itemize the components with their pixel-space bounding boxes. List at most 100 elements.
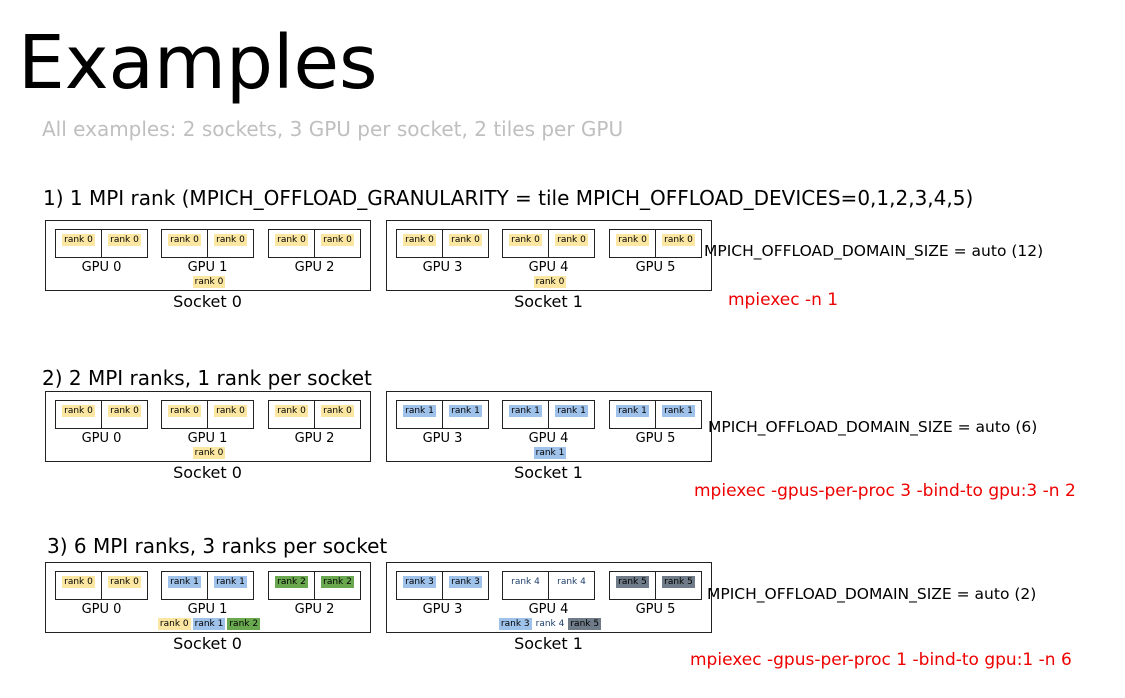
gpu-tile: rank 5 [655,572,701,599]
example-heading: 1) 1 MPI rank (MPICH_OFFLOAD_GRANULARITY… [43,186,974,210]
rank-label: rank 0 [157,618,191,630]
gpu-box: rank 0 rank 0 [609,229,702,258]
gpu-label: GPU 1 [187,602,228,617]
socket-label: Socket 0 [173,634,242,653]
rank-label: rank 1 [403,405,436,417]
rank-label: rank 0 [108,234,141,246]
rank-label: rank 0 [321,405,354,417]
gpu-box: rank 4 rank 4 [502,571,595,600]
rank-label: rank 4 [511,577,540,587]
gpu-box: rank 1 rank 1 [502,400,595,429]
mpiexec-command: mpiexec -gpus-per-proc 3 -bind-to gpu:3 … [694,481,1076,501]
gpu-box: rank 0 rank 0 [268,229,361,258]
rank-label: rank 1 [555,405,588,417]
offload-domain-size: MPICH_OFFLOAD_DOMAIN_SIZE = auto (12) [704,242,1044,260]
socket-label: Socket 1 [514,634,583,653]
rank-label: rank 2 [275,576,308,588]
mpiexec-command: mpiexec -n 1 [728,290,839,310]
gpu-box: rank 0 rank 0 [55,400,148,429]
gpu-tile: rank 0 [101,572,147,599]
rank-label: rank 1 [214,576,247,588]
gpu-tile: rank 1 [548,401,594,428]
rank-label: rank 2 [321,576,354,588]
socket-label: Socket 0 [173,463,242,482]
gpu-tile: rank 0 [162,230,207,257]
gpu-tile: rank 0 [56,572,101,599]
gpu-label: GPU 1 [187,431,228,446]
gpu-tile: rank 2 [314,572,360,599]
rank-label: rank 0 [533,276,567,288]
gpu-tile: rank 3 [442,572,488,599]
rank-label: rank 0 [509,234,542,246]
socket-rank-summary: rank 0 [387,276,713,288]
gpu-box: rank 0 rank 0 [161,400,254,429]
gpu-tile: rank 0 [314,230,360,257]
example-heading: 3) 6 MPI ranks, 3 ranks per socket [47,534,388,558]
rank-label: rank 2 [227,618,261,630]
gpu-label: GPU 2 [294,602,335,617]
rank-label: rank 0 [403,234,436,246]
socket-rank-summary: rank 1 [387,447,713,459]
gpu-tile: rank 0 [207,401,253,428]
mpiexec-command: mpiexec -gpus-per-proc 1 -bind-to gpu:1 … [690,650,1072,670]
gpu-tile: rank 0 [548,230,594,257]
gpu-label: GPU 1 [187,260,228,275]
gpu-label: GPU 0 [81,260,122,275]
gpu-tile: rank 0 [207,230,253,257]
rank-label: rank 1 [533,447,567,459]
rank-label: rank 0 [192,447,226,459]
gpu-tile: rank 0 [610,230,655,257]
gpu-tile: rank 0 [101,230,147,257]
gpu-label: GPU 0 [81,602,122,617]
rank-label: rank 0 [275,234,308,246]
gpu-box: rank 0 rank 0 [55,229,148,258]
gpu-tile: rank 1 [610,401,655,428]
gpu-label: GPU 5 [635,260,676,275]
rank-label: rank 0 [62,405,95,417]
rank-label: rank 0 [108,576,141,588]
rank-label: rank 0 [108,405,141,417]
gpu-tile: rank 0 [56,230,101,257]
gpu-tile: rank 1 [503,401,548,428]
rank-label: rank 4 [557,577,586,587]
gpu-tile: rank 1 [442,401,488,428]
socket-label: Socket 1 [514,292,583,311]
gpu-tile: rank 0 [56,401,101,428]
gpu-tile: rank 5 [610,572,655,599]
gpu-box: rank 0 rank 0 [502,229,595,258]
rank-label: rank 0 [192,276,226,288]
rank-label: rank 1 [449,405,482,417]
gpu-tile: rank 0 [269,230,314,257]
page-subtitle: All examples: 2 sockets, 3 GPU per socke… [42,117,624,141]
gpu-label: GPU 4 [528,602,569,617]
rank-label: rank 0 [555,234,588,246]
gpu-box: rank 2 rank 2 [268,571,361,600]
gpu-tile: rank 0 [162,401,207,428]
rank-label: rank 3 [498,618,532,630]
rank-label: rank 0 [168,234,201,246]
gpu-box: rank 1 rank 1 [396,400,489,429]
rank-label: rank 0 [616,234,649,246]
gpu-tile: rank 0 [503,230,548,257]
gpu-label: GPU 3 [422,602,463,617]
gpu-label: GPU 4 [528,260,569,275]
gpu-label: GPU 4 [528,431,569,446]
rank-label: rank 0 [662,234,695,246]
socket-rank-summary: rank 0 [46,276,372,288]
gpu-label: GPU 2 [294,260,335,275]
rank-label: rank 0 [321,234,354,246]
gpu-label: GPU 5 [635,602,676,617]
rank-label: rank 0 [168,405,201,417]
rank-label: rank 0 [62,234,95,246]
gpu-tile: rank 0 [101,401,147,428]
rank-label: rank 3 [403,576,436,588]
